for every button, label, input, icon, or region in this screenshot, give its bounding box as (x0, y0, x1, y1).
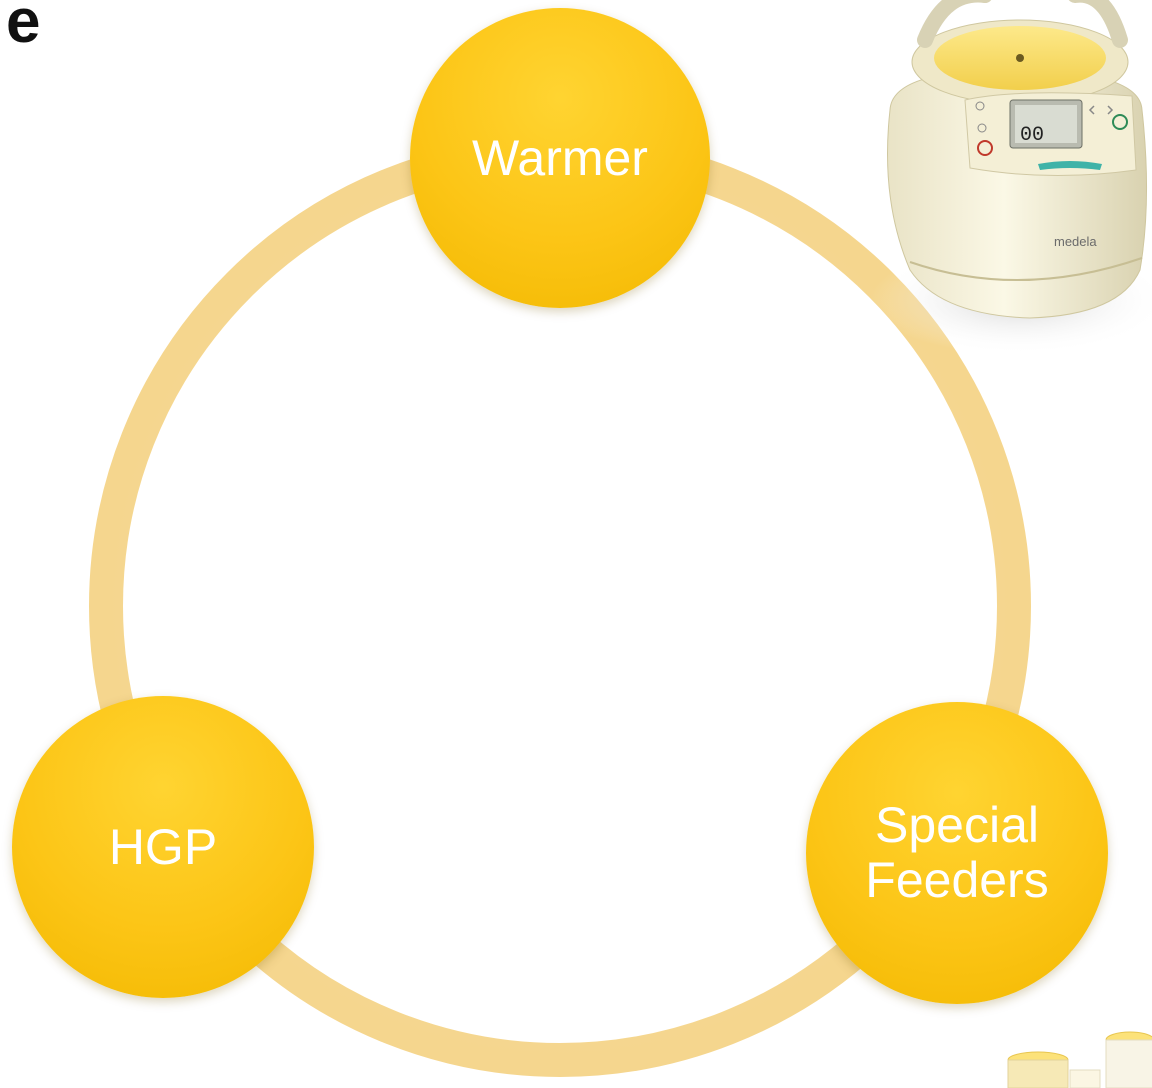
brand-label: medela (1054, 234, 1097, 249)
special-feeders-line1: Special (875, 797, 1039, 853)
cycle-node-warmer: Warmer (410, 8, 710, 308)
storage-jars-image (1007, 1031, 1152, 1088)
cycle-node-warmer-label: Warmer (472, 129, 648, 186)
milk-warmer-product-image: 00 medela (870, 0, 1152, 355)
slide-title-fragment: e (6, 0, 41, 56)
cycle-node-special-feeders: Special Feeders (806, 702, 1108, 1004)
cycle-node-hgp: HGP (12, 696, 314, 998)
cycle-node-special-feeders-label: Special Feeders (865, 798, 1048, 908)
display-digits: 00 (1020, 124, 1044, 147)
cycle-node-hgp-label: HGP (108, 818, 218, 875)
special-feeders-line2: Feeders (865, 852, 1049, 908)
